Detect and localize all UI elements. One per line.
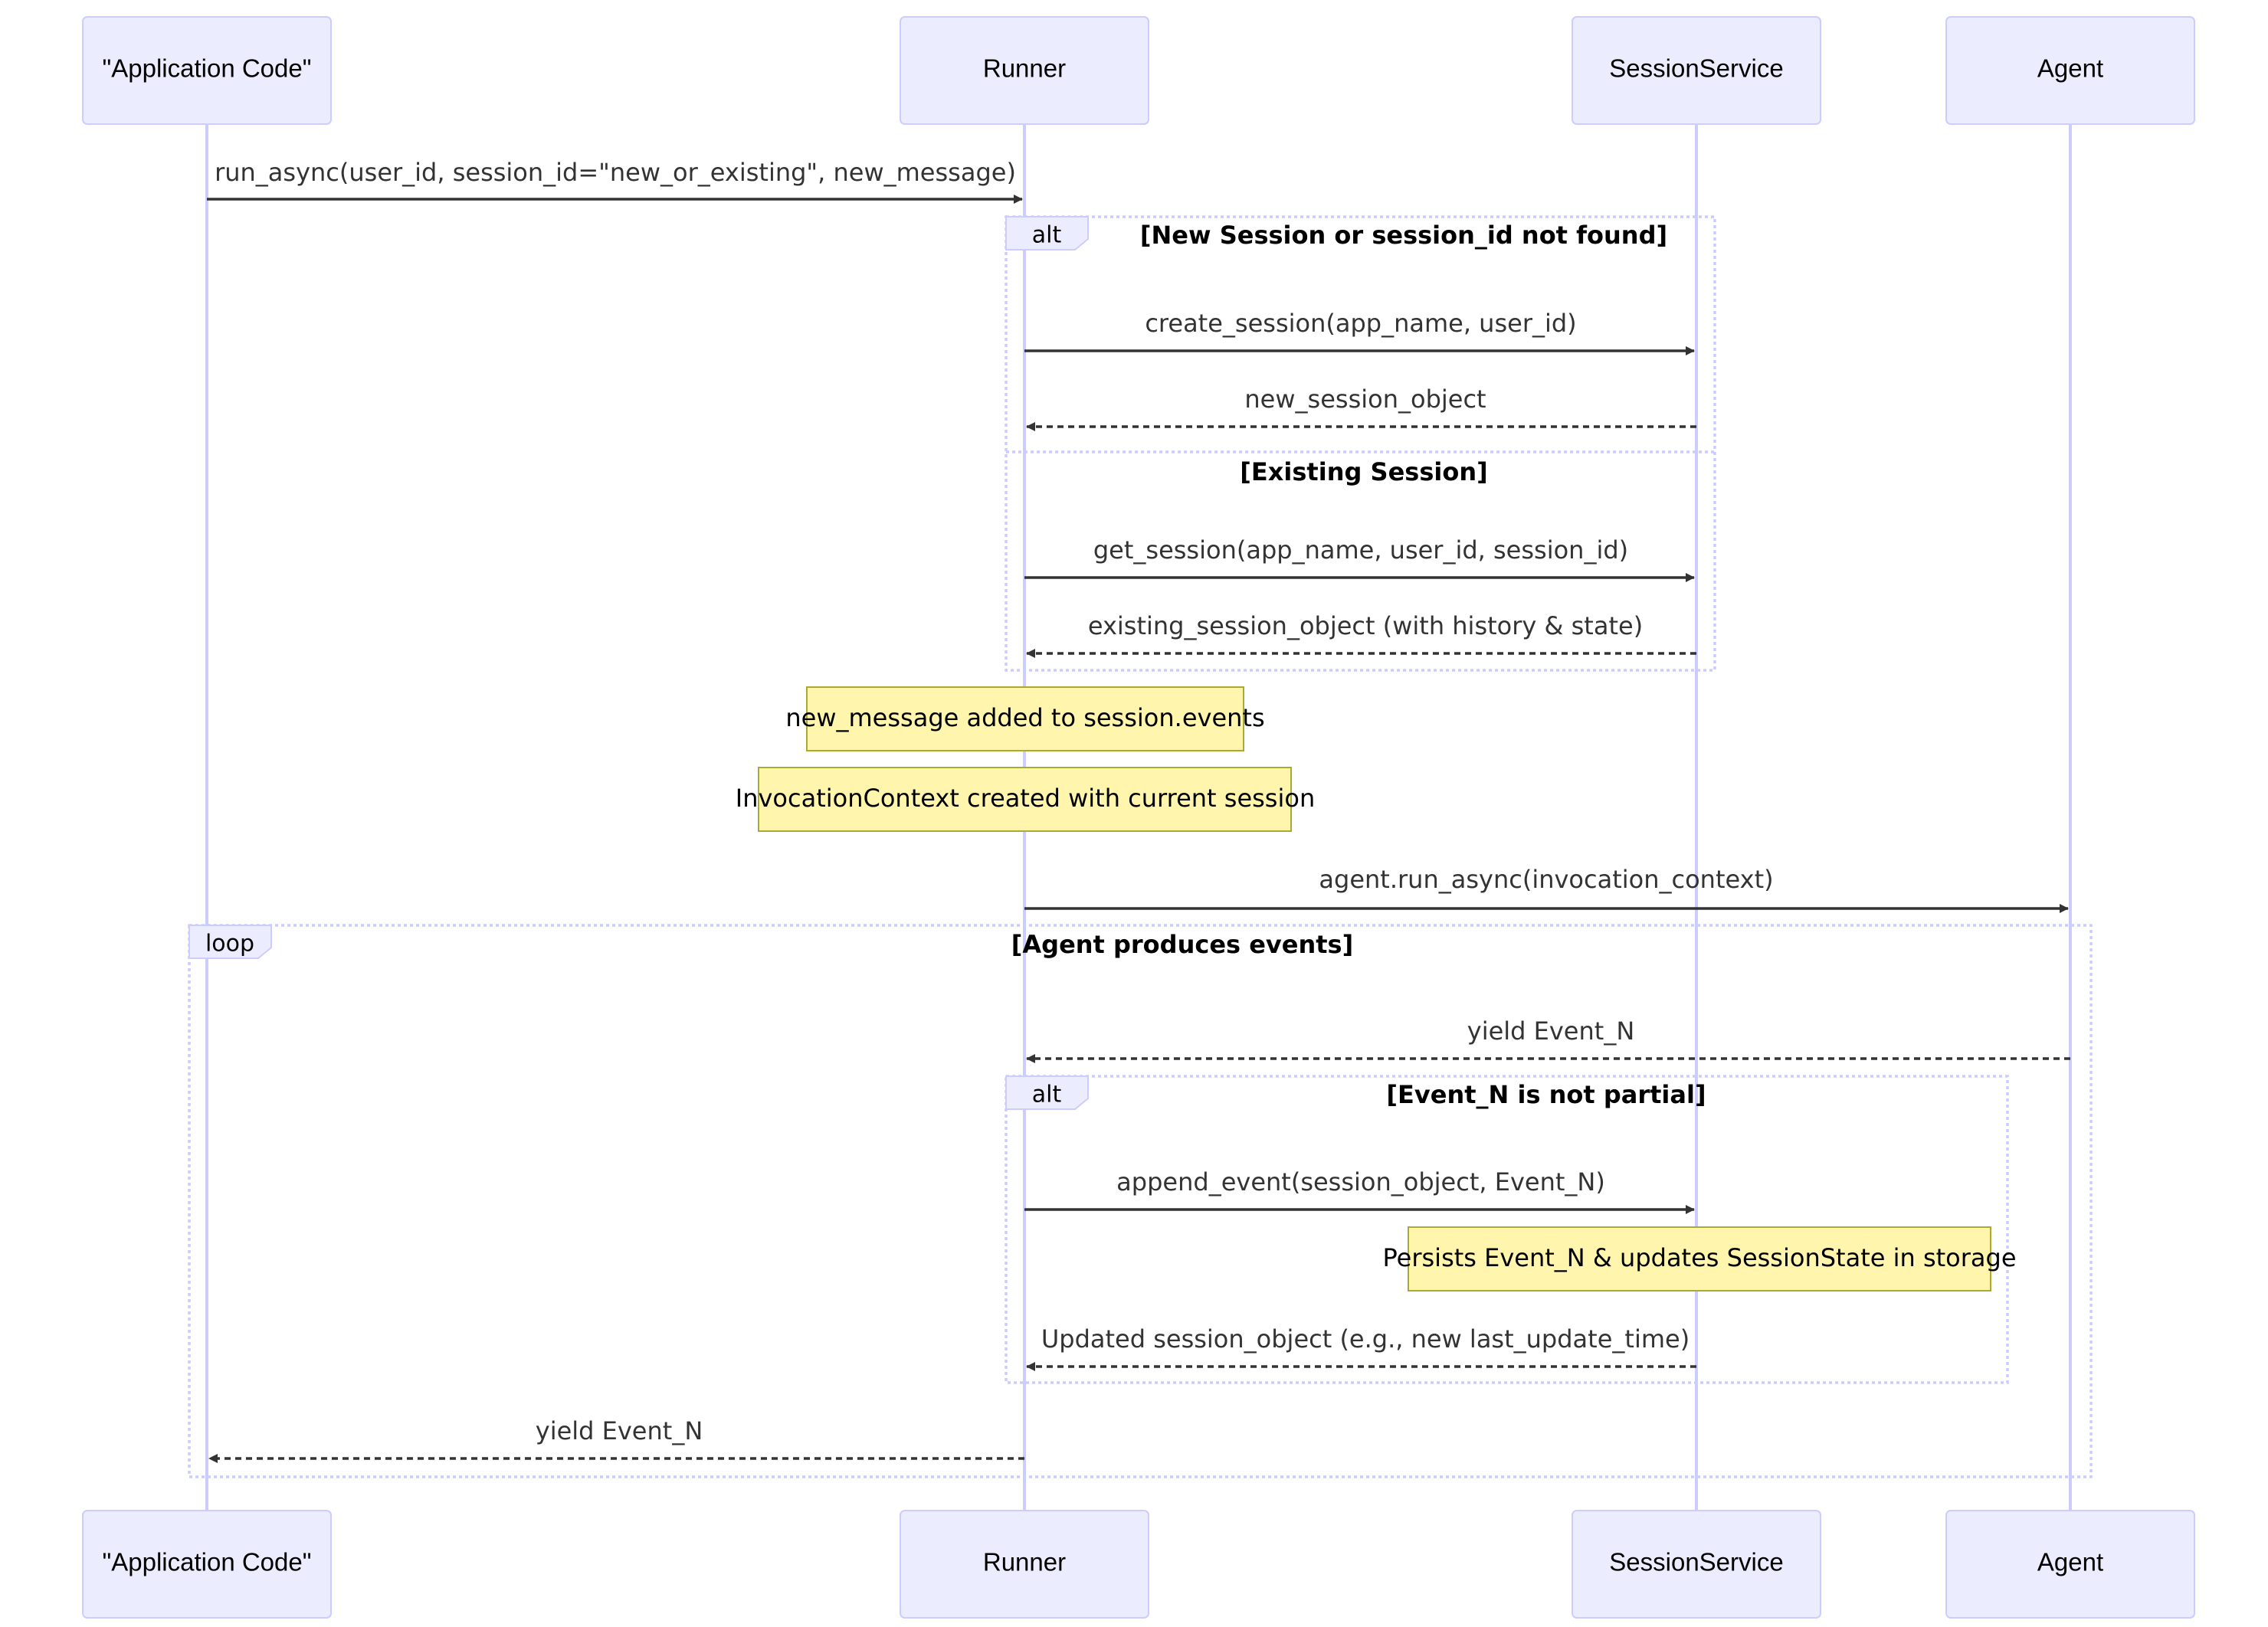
message-label: get_session(app_name, user_id, session_i…	[1093, 535, 1628, 565]
note-message-added: new_message added to session.events	[785, 686, 1265, 751]
loop-keyword: loop	[205, 931, 254, 958]
actor-application-code-bottom: "Application Code"	[82, 1510, 332, 1619]
actor-label: "Application Code"	[103, 54, 312, 83]
note-text: InvocationContext created with current s…	[736, 784, 1315, 813]
actor-label: Agent	[2037, 1548, 2103, 1576]
message-label: new_session_object	[1244, 385, 1486, 414]
actor-application-code-top: "Application Code"	[82, 16, 332, 125]
alt-frame-event-partial: alt [Event_N is not partial]	[1005, 1075, 2009, 1384]
loop-condition: [Agent produces events]	[1011, 930, 1353, 959]
actor-label: SessionService	[1609, 1548, 1783, 1576]
alt-frame-border	[1005, 215, 1716, 672]
message-label: agent.run_async(invocation_context)	[1319, 865, 1773, 894]
note-text: Persists Event_N & updates SessionState …	[1383, 1243, 2017, 1272]
actor-label: SessionService	[1609, 54, 1783, 83]
alt-keyword: alt	[1032, 1082, 1062, 1108]
actor-label: "Application Code"	[103, 1548, 312, 1576]
alt-condition: [New Session or session_id not found]	[1140, 221, 1667, 250]
loop-frame-tab	[188, 925, 272, 959]
loop-frame: loop [Agent produces events]	[188, 924, 2093, 1478]
note-invocation-context: InvocationContext created with current s…	[736, 767, 1315, 832]
message-label: run_async(user_id, session_id="new_or_ex…	[215, 158, 1016, 187]
message-label: Updated session_object (e.g., new last_u…	[1041, 1324, 1690, 1354]
actor-agent-bottom: Agent	[1945, 1510, 2195, 1619]
note-persists-event: Persists Event_N & updates SessionState …	[1383, 1226, 2017, 1291]
note-text: new_message added to session.events	[785, 703, 1264, 732]
actor-label: Runner	[983, 54, 1066, 83]
alt-frame-session: alt [New Session or session_id not found…	[1005, 215, 1716, 672]
actor-session-service-top: SessionService	[1572, 16, 1821, 125]
alt-else-condition: [Existing Session]	[1240, 457, 1487, 486]
message-label: create_session(app_name, user_id)	[1145, 309, 1576, 338]
loop-frame-border	[188, 924, 2093, 1478]
alt-condition: [Event_N is not partial]	[1386, 1080, 1706, 1109]
actor-session-service-bottom: SessionService	[1572, 1510, 1821, 1619]
actor-label: Runner	[983, 1548, 1066, 1576]
alt-frame-border	[1005, 1075, 2009, 1384]
message-label: append_event(session_object, Event_N)	[1116, 1167, 1605, 1197]
message-label: yield Event_N	[1467, 1016, 1635, 1046]
alt-frame-tab	[1005, 1075, 1089, 1110]
actor-runner-bottom: Runner	[900, 1510, 1149, 1619]
actor-label: Agent	[2037, 54, 2103, 83]
actor-runner-top: Runner	[900, 16, 1149, 125]
message-label: existing_session_object (with history & …	[1088, 611, 1643, 640]
message-label: yield Event_N	[536, 1416, 703, 1445]
actor-agent-top: Agent	[1945, 16, 2195, 125]
alt-frame-tab	[1005, 216, 1089, 250]
alt-keyword: alt	[1032, 222, 1062, 249]
